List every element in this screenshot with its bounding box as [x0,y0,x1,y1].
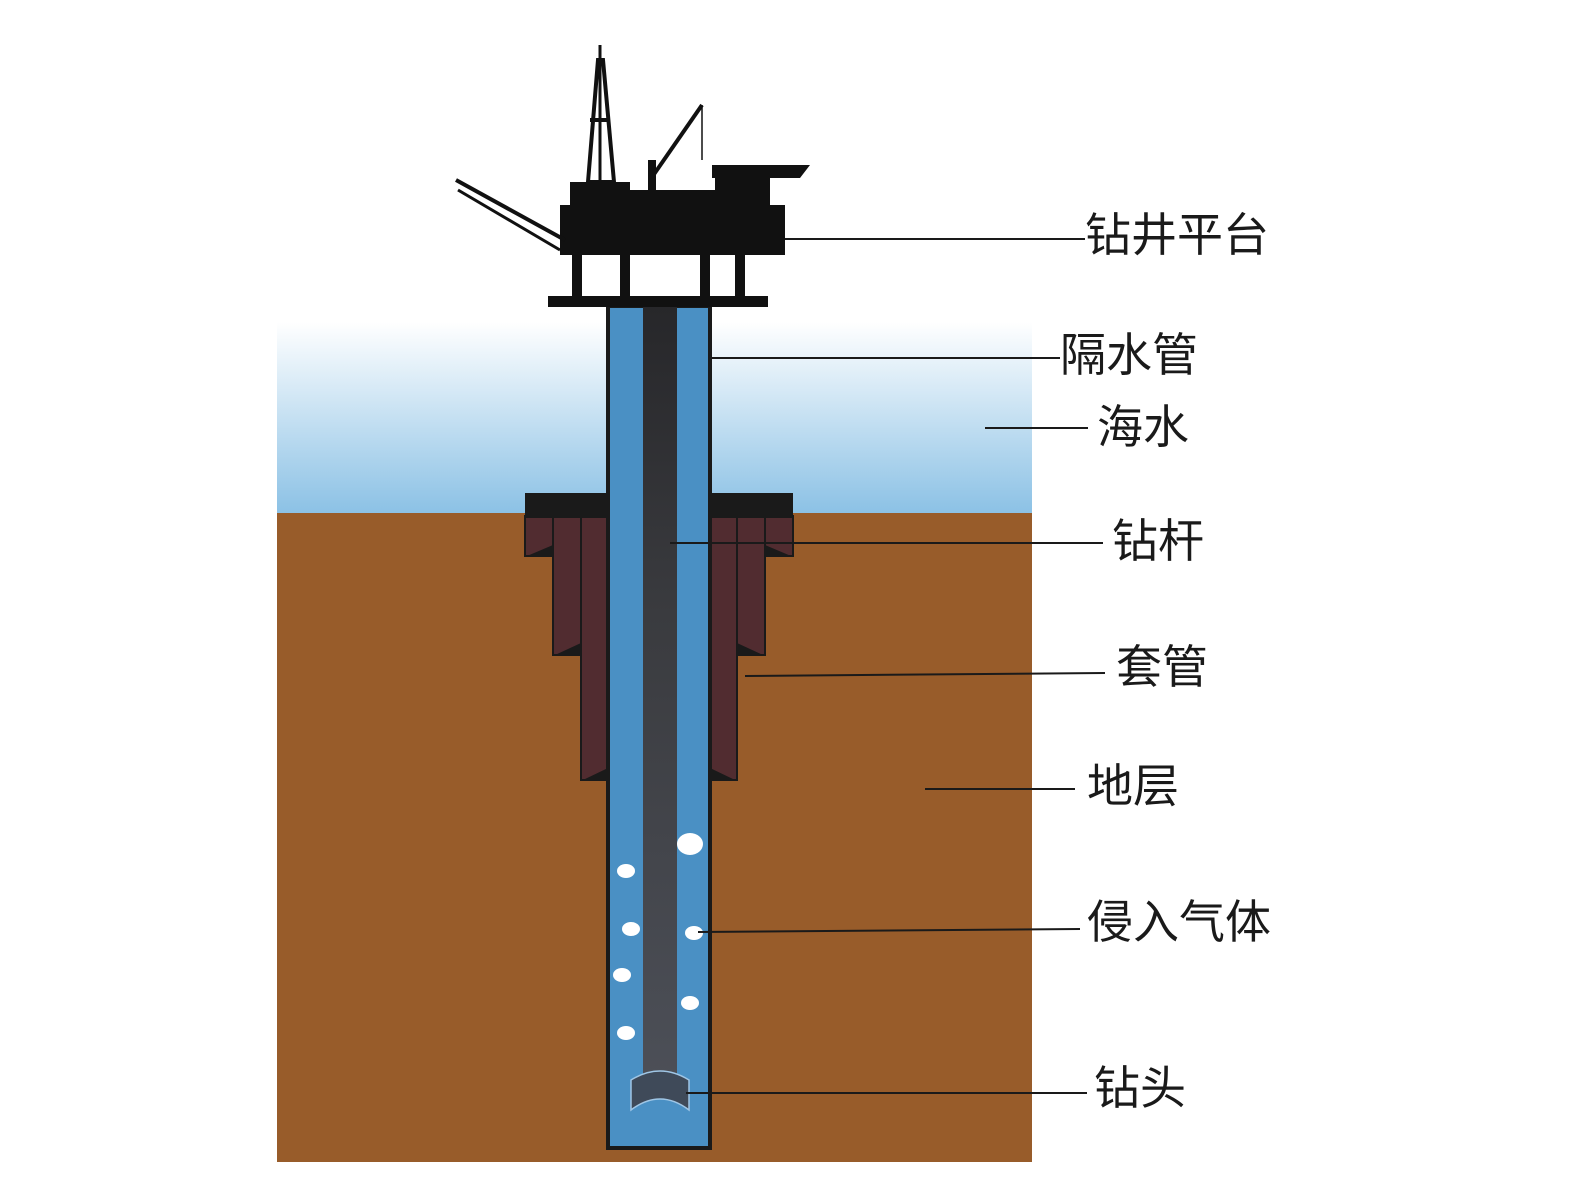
label-riser: 隔水管 [1060,328,1198,382]
drill-pipe [643,306,677,1076]
label-casing: 套管 [1116,640,1208,694]
leader-lines [670,238,1106,1094]
label-gas-influx: 侵入气体 [1087,895,1271,949]
gas-bubbles [613,833,703,1040]
drilling-platform-icon [455,45,810,307]
label-formation: 地层 [1087,759,1179,813]
label-seawater: 海水 [1097,400,1189,454]
casing-shoes [527,545,791,780]
label-platform: 钻井平台 [1085,208,1269,262]
label-drill-bit: 钻头 [1094,1061,1186,1115]
drill-bit [630,1070,690,1112]
label-drill-pipe: 钻杆 [1112,514,1204,568]
